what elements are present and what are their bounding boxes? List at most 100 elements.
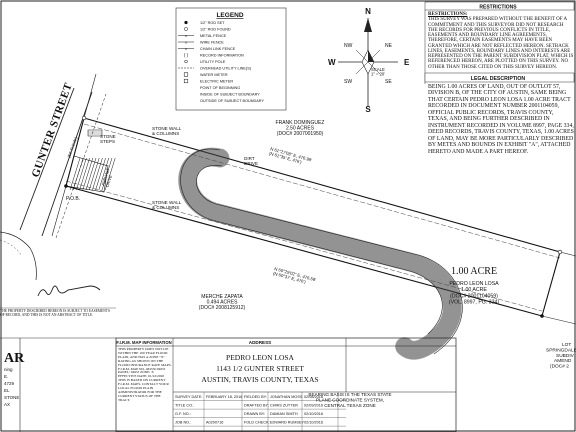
info-cell: 02/10/2016 (304, 421, 323, 425)
surveyor-signature (37, 285, 101, 297)
legal-description-panel: LEGAL DESCRIPTION (424, 72, 575, 83)
info-cell: TITLE CO.: (175, 404, 194, 408)
record-info-icon: ( ) (184, 53, 189, 58)
notice-text: THE PROPERTY DESCRIBED HEREON IS SUBJECT… (0, 309, 114, 318)
compass-se: SE (385, 79, 392, 85)
utility-pole-icon (184, 59, 188, 64)
meter-icon (183, 78, 189, 84)
fence-x-icon: x (185, 40, 187, 45)
info-cell: JOB NO.: (175, 421, 191, 425)
compass-e: E (404, 58, 410, 67)
legend-row: UTILITY POLE (184, 59, 226, 64)
hatch-line (85, 157, 97, 191)
restrictions-panel: RESTRICTIONS (424, 1, 575, 84)
hatch-line (92, 157, 103, 191)
info-cell: DAMIAN SMITH (270, 412, 298, 416)
label-acre-big: 1.00 ACRE (451, 266, 497, 277)
hatch-line (88, 157, 100, 191)
legend-border (175, 7, 287, 111)
info-cell: CHRIS ZUTTER (270, 404, 298, 408)
address-owner: PEDRO LEON LOSA (226, 353, 295, 362)
address-street: 1143 1/2 GUNTER STREET (216, 364, 304, 373)
legend-label: RECORD INFORMATION (200, 54, 244, 58)
info-cell: A0200716 (206, 421, 223, 425)
legend-label: ELECTRIC METER (200, 80, 233, 84)
legend-row: INSIDE OF SUBJECT BOUNDARY (200, 93, 260, 97)
rod-found-icon (184, 27, 188, 31)
address-city: AUSTIN, TRAVIS COUNTY, TEXAS (201, 375, 318, 384)
compass-n: N (365, 7, 371, 16)
meter-icon (183, 72, 189, 77)
hatch-line (69, 157, 81, 191)
legend-label: WATER METER (200, 73, 228, 77)
drive-fill (178, 148, 462, 360)
hatch-lines (69, 157, 116, 191)
legend-label: UTILITY POLE (200, 60, 226, 64)
info-cell: FOLD CHECK: (244, 421, 270, 425)
legend-row: OVERHEAD UTILITY LINE(S) (178, 67, 252, 71)
restrictions-text: RESTRICTIONS: THIS SURVEY WAS PREPARED W… (428, 12, 574, 70)
legal-description-text: BEING 1.00 ACRES OF LAND, OUT OF OUTLOT … (428, 84, 574, 155)
info-cell: G.F. NO.: (175, 412, 191, 416)
logo-text: AR (4, 351, 25, 366)
legend-row: ( ) RECORD INFORMATION (184, 53, 244, 58)
legend-row: 1/2" ROD FOUND (184, 27, 231, 32)
legend-row: POINT OF BEGINNING (200, 86, 240, 90)
drive-edge-outer (180, 148, 443, 335)
logo-line-6: AX (4, 402, 10, 407)
logo-line-1: ning (4, 367, 13, 372)
firm-body-text: THIS PROPERTY DOES NOT LIE WITHIN THE 10… (118, 348, 172, 402)
hatch-line (104, 157, 116, 191)
tract-east-ext-2 (541, 315, 576, 325)
firm-title: F.I.R.M. MAP INFORMATION (116, 340, 171, 345)
drive-edge-inner (196, 165, 463, 355)
label-asphalt: ASPHALTDRIVE (100, 167, 115, 188)
fence-north (83, 123, 561, 259)
logo-line-3: 4729 (4, 381, 15, 386)
legend-label: INSIDE OF SUBJECT BOUNDARY (200, 93, 260, 97)
legend-label: OUTSIDE OF SUBJECT BOUNDARY (200, 99, 264, 103)
stone-steps-shape (87, 129, 103, 137)
compass-s: S (365, 105, 371, 114)
info-cell: FIELDED BY: (244, 395, 267, 399)
curb-curve-inner (0, 239, 23, 257)
rod-set-icon (184, 20, 188, 25)
label-stone-wall-2: STONE WALL& COLUMNS (152, 200, 182, 210)
hatch-line (95, 157, 106, 191)
info-cell: JONATHAN MOSS (270, 395, 303, 399)
info-cell: FEBRUARY 18, 2016 (206, 395, 242, 399)
logo-line-2: E. (4, 374, 8, 379)
address-title: ADDRESS (249, 340, 271, 345)
hatch-line (98, 157, 110, 191)
legend-row: ELECTRIC METER (183, 78, 233, 84)
curb-curve (0, 231, 37, 281)
title-block-border (115, 337, 457, 432)
fence-south (65, 180, 543, 312)
drive-stipple (178, 147, 462, 360)
firm-body: THIS PROPERTY DOES NOT LIE WITHIN THE 10… (118, 348, 172, 432)
left-lower-block: AR ning E. 4729 EL STONE AX (0, 285, 116, 432)
legend-row: OUTSIDE OF SUBJECT BOUNDARY (200, 99, 264, 103)
notice-body: THE PROPERTY DESCRIBED HEREON IS SUBJECT… (0, 309, 110, 317)
legend-row: WATER METER (183, 72, 228, 77)
label-stone-wall-1: STONE WALL& COLUMNS (152, 126, 182, 136)
restrictions-heading: RESTRICTIONS: (428, 12, 468, 17)
restrictions-title: RESTRICTIONS (479, 5, 517, 11)
compass-nw: NW (344, 43, 353, 49)
compass-star-fill (368, 50, 374, 62)
hatch-area (65, 155, 109, 193)
street-edge-west (19, 87, 75, 231)
compass-diag-2 (355, 49, 381, 75)
legend-label: CHAIN LINK FENCE (200, 47, 236, 51)
